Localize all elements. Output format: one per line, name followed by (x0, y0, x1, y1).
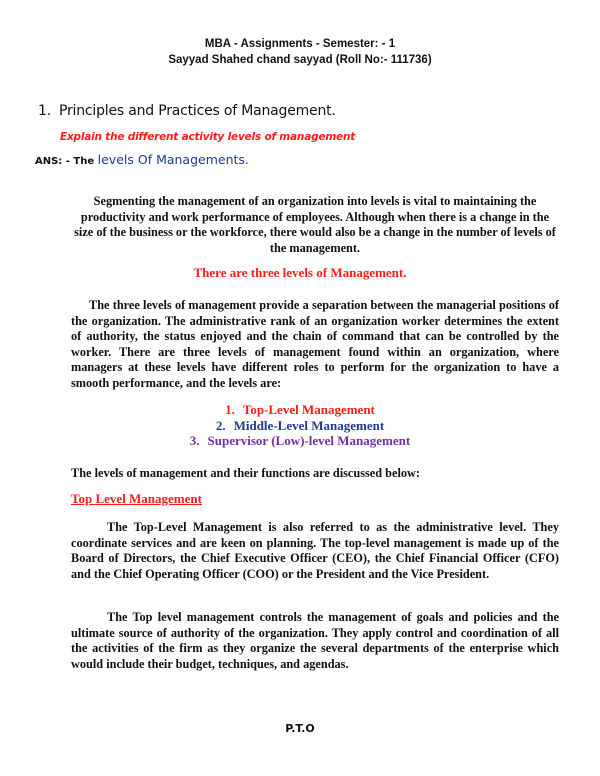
pto-footer: P.T.O (285, 722, 315, 735)
top-level-paragraph-2: The Top level management controls the ma… (71, 610, 559, 671)
section-title: Principles and Practices of Management. (58, 103, 336, 119)
separation-paragraph: The three levels of management provide a… (71, 298, 559, 390)
question-text: Explain the different activity levels of… (60, 131, 356, 143)
section-number: 1. (38, 103, 51, 119)
answer-topic: levels Of Managements. (97, 152, 249, 167)
top-level-heading: Top Level Management (71, 491, 202, 506)
level-item-top: 1.Top-Level Management (225, 402, 375, 417)
document-header-title: MBA - Assignments - Semester: - 1 (204, 38, 396, 50)
answer-line: ANS: - The levels Of Managements. (35, 152, 249, 167)
level-item-supervisor: 3.Supervisor (Low)-level Management (189, 433, 411, 448)
section-heading: 1. Principles and Practices of Management… (38, 103, 336, 119)
top-level-paragraph-1: The Top-Level Management is also referre… (71, 520, 559, 581)
three-levels-heading: There are three levels of Management. (193, 265, 407, 280)
levels-list: 1.Top-Level Management 2.Middle-Level Ma… (0, 402, 600, 449)
discussed-text: The levels of management and their funct… (71, 466, 420, 480)
answer-prefix: ANS: - The (35, 156, 98, 167)
intro-paragraph: Segmenting the management of an organiza… (74, 194, 556, 255)
level-item-middle: 2.Middle-Level Management (215, 417, 385, 433)
document-header-author: Sayyad Shahed chand sayyad (Roll No:- 11… (168, 54, 432, 66)
